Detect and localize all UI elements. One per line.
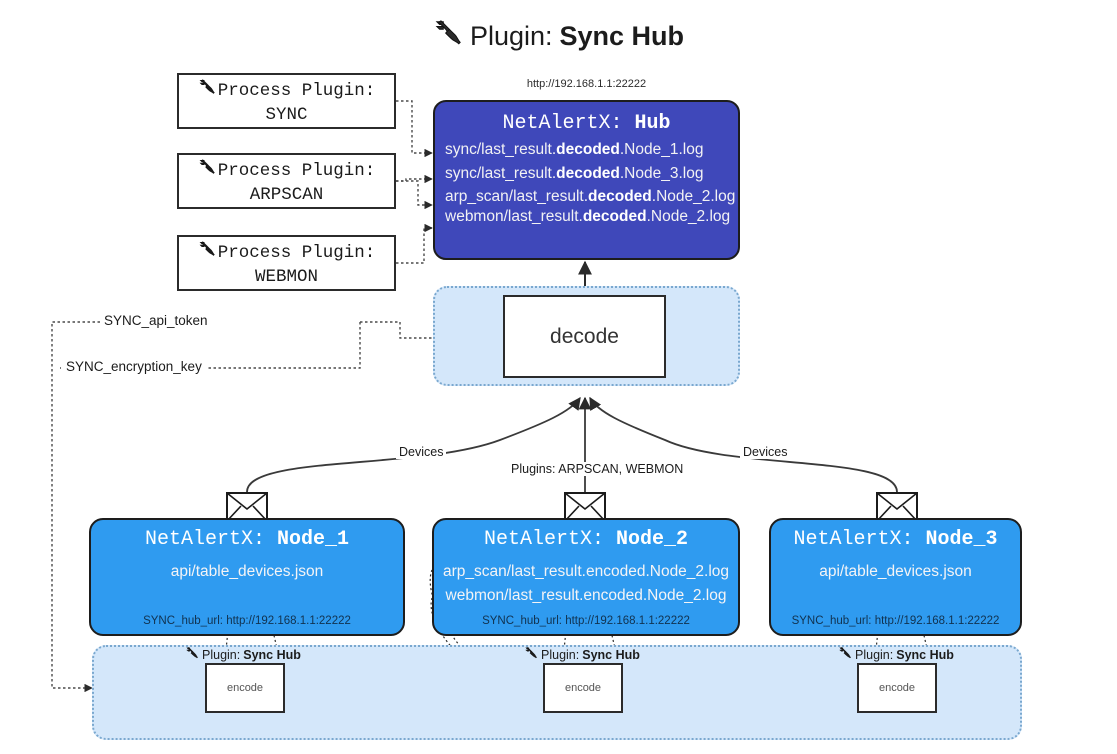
hub-title: NetAlertX: Hub bbox=[435, 112, 738, 135]
process-plugin-label: Process Plugin: bbox=[217, 160, 376, 181]
process-plugin-webmon[interactable]: Process Plugin: WEBMON bbox=[177, 235, 396, 291]
process-plugin-label: Process Plugin: bbox=[217, 80, 376, 101]
node-title: NetAlertX: Node_1 bbox=[144, 528, 350, 551]
encode-caption-1: Plugin: Sync Hub bbox=[185, 646, 301, 663]
node-artifact-line: webmon/last_result.encoded.Node_2.log bbox=[445, 587, 727, 604]
node-card-2[interactable]: NetAlertX: Node_2 arp_scan/last_result.e… bbox=[432, 518, 740, 636]
node-title: NetAlertX: Node_3 bbox=[793, 528, 998, 551]
process-plugin-name: ARPSCAN bbox=[249, 184, 324, 205]
process-plugin-sync[interactable]: Process Plugin: SYNC bbox=[177, 73, 396, 129]
page-title: Plugin: Sync Hub bbox=[0, 18, 1117, 55]
plug-icon bbox=[433, 18, 463, 55]
node-artifact-line: api/table_devices.json bbox=[819, 563, 972, 580]
config-label-encryption-key: SYNC_encryption_key bbox=[62, 359, 206, 374]
edge-label-plugins: Plugins: ARPSCAN, WEBMON bbox=[508, 462, 687, 476]
node-card-3[interactable]: NetAlertX: Node_3 api/table_devices.json… bbox=[769, 518, 1022, 636]
plug-icon bbox=[524, 646, 538, 663]
process-plugin-name: WEBMON bbox=[254, 266, 318, 287]
plug-icon bbox=[198, 240, 216, 265]
page-title-prefix: Plugin: bbox=[469, 21, 553, 51]
plug-icon bbox=[838, 646, 852, 663]
process-plugin-name: SYNC bbox=[265, 104, 308, 125]
node-hub-url: SYNC_hub_url: http://192.168.1.1:22222 bbox=[791, 615, 1000, 627]
config-label-api-token: SYNC_api_token bbox=[100, 313, 212, 328]
node-hub-url: SYNC_hub_url: http://192.168.1.1:22222 bbox=[482, 615, 690, 627]
edge-label-devices-right: Devices bbox=[740, 445, 791, 459]
decode-box[interactable]: decode bbox=[503, 295, 666, 378]
encode-box-1[interactable]: encode bbox=[205, 663, 285, 713]
plug-icon bbox=[185, 646, 199, 663]
process-plugin-arpscan[interactable]: Process Plugin: ARPSCAN bbox=[177, 153, 396, 209]
plug-icon bbox=[198, 158, 216, 183]
plug-icon bbox=[198, 78, 216, 103]
page-title-name: Sync Hub bbox=[559, 21, 685, 51]
encode-caption-3: Plugin: Sync Hub bbox=[838, 646, 954, 663]
hub-title-name: Hub bbox=[634, 112, 671, 135]
hub-log-line: sync/last_result.decoded.Node_3.log bbox=[445, 165, 704, 182]
hub-url-label: http://192.168.1.1:22222 bbox=[526, 78, 647, 90]
hub-card[interactable]: NetAlertX: Hub sync/last_result.decoded.… bbox=[433, 100, 740, 260]
node-artifact-line: api/table_devices.json bbox=[170, 563, 324, 580]
encode-box-2[interactable]: encode bbox=[543, 663, 623, 713]
edge-label-devices-left: Devices bbox=[396, 445, 447, 459]
encode-caption-2: Plugin: Sync Hub bbox=[524, 646, 640, 663]
envelope-icon bbox=[564, 492, 606, 527]
process-plugin-label: Process Plugin: bbox=[217, 242, 376, 263]
hub-title-prefix: NetAlertX: bbox=[502, 112, 635, 135]
node-hub-url: SYNC_hub_url: http://192.168.1.1:22222 bbox=[143, 615, 351, 627]
node-artifact-line: arp_scan/last_result.encoded.Node_2.log bbox=[442, 563, 730, 580]
hub-log-line: webmon/last_result.decoded.Node_2.log bbox=[445, 208, 731, 225]
node-title: NetAlertX: Node_2 bbox=[483, 528, 689, 551]
envelope-icon bbox=[226, 492, 268, 527]
encode-box-3[interactable]: encode bbox=[857, 663, 937, 713]
hub-log-line: sync/last_result.decoded.Node_1.log bbox=[445, 141, 704, 158]
hub-log-line: arp_scan/last_result.decoded.Node_2.log bbox=[445, 188, 736, 205]
node-card-1[interactable]: NetAlertX: Node_1 api/table_devices.json… bbox=[89, 518, 405, 636]
